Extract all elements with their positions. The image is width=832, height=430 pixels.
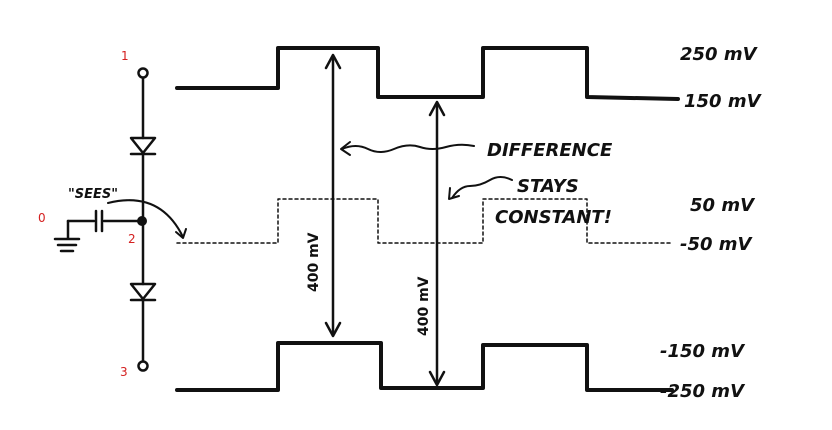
waveforms [175,46,680,392]
stays-label: STAYS [517,176,579,197]
lower-diode [129,282,157,302]
constant-label: CONSTANT! [495,207,612,228]
ground-symbol [53,237,81,253]
terminal-node-3 [137,360,149,372]
stays-squiggle-arrow [448,176,513,200]
upper-diode [129,136,157,156]
sees-arrow [107,199,184,238]
sees-label: "SEES" [68,187,118,202]
level-label-minus-50mv: -50 mV [680,234,754,255]
level-label-minus-150mv: -150 mV [660,341,746,362]
span-arrow-left [324,53,342,338]
difference-label: DIFFERENCE [487,140,613,161]
level-label-150mv: 150 mV [684,91,763,112]
node-label-1: 1 [121,49,129,63]
node-label-2: 2 [128,232,136,246]
span-label-left: 400 mV [306,232,322,292]
bottom-waveform [175,341,674,392]
terminal-node-1 [137,67,149,79]
level-label-minus-250mv: -250 mV [660,381,746,402]
span-label-right: 400 mV [416,276,432,336]
node-label-3: 3 [120,365,128,379]
level-label-50mv: 50 mV [690,195,756,216]
junction-node-2 [137,216,147,226]
coupling-capacitor [66,209,140,240]
diode-circuit: 1 0 2 3 "SEES" [38,49,187,379]
top-waveform [175,46,680,101]
level-label-250mv: 250 mV [680,44,759,65]
difference-squiggle-arrow [340,141,475,156]
span-arrow-right [428,100,446,387]
node-label-0: 0 [38,211,46,225]
middle-waveform [176,198,673,244]
